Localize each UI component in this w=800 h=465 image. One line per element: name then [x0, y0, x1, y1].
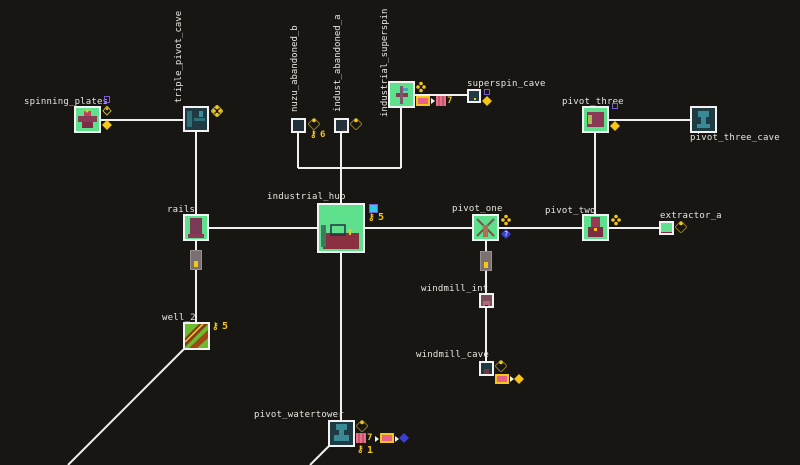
node-triple-pivot-cave[interactable] [183, 106, 209, 132]
node-well-2[interactable] [183, 322, 210, 350]
room-thumbnail-icon [588, 217, 603, 237]
gold-diamond-icon [610, 121, 620, 131]
node-pivot-watertower[interactable] [328, 420, 355, 447]
room-thumbnail-icon [342, 129, 346, 131]
gem-cluster-icon [675, 221, 687, 233]
room-thumbnail-icon [187, 111, 205, 127]
gem-cluster-icon [356, 420, 368, 432]
key-icon: ⚷ [212, 322, 219, 332]
node-pivot-one[interactable] [472, 214, 499, 241]
gem-cluster-icon [102, 106, 112, 116]
room-thumbnail-icon [661, 232, 672, 233]
arrow-right-icon [395, 436, 399, 442]
gem-cluster-icon [308, 118, 320, 130]
room-thumbnail-icon [476, 218, 495, 237]
label-well-2: well_2 [162, 313, 196, 323]
label-industrial-hub: industrial_hub [267, 192, 346, 202]
label-nuzu-abandoned-b: nuzu_abandoned_b [290, 25, 300, 112]
node-spinning-plates[interactable] [74, 106, 101, 133]
room-thumbnail-icon [483, 301, 490, 306]
key-count: 6 [320, 130, 326, 140]
gem-cluster-icon [611, 214, 621, 226]
label-pivot-watertower: pivot_watertower [254, 410, 344, 420]
lock-icon [194, 261, 198, 267]
node-rails[interactable] [183, 214, 209, 241]
barrel-icon [436, 96, 446, 106]
item-count: 7 [367, 433, 373, 443]
room-thumbnail-icon [334, 424, 349, 441]
key-count: 5 [378, 212, 385, 223]
mystery-badge-label: ? [504, 230, 509, 238]
room-thumbnail-icon [474, 98, 476, 100]
key-count: 1 [367, 445, 374, 456]
lock-icon [484, 262, 488, 268]
node-industrial-superspin[interactable] [388, 81, 415, 108]
barrel-icon [356, 433, 366, 443]
blue-diamond-icon [399, 433, 409, 443]
mystery-badge-icon [501, 229, 511, 239]
label-extractor-a: extractor_a [660, 211, 722, 221]
label-pivot-one: pivot_one [452, 204, 503, 214]
label-pivot-three-cave: pivot_three_cave [690, 133, 780, 143]
treasure-chest-icon [380, 433, 394, 443]
room-thumbnail-icon [185, 324, 208, 348]
node-industrial-hub[interactable] [317, 203, 365, 253]
gold-diamond-icon [102, 120, 112, 130]
key-count: 5 [222, 321, 229, 332]
label-indust-abandoned-a: indust_abandoned_a [333, 14, 343, 112]
arrow-right-icon [375, 436, 379, 442]
gem-cluster-icon [350, 118, 362, 130]
treasure-chest-icon [416, 96, 430, 106]
label-windmill-cave: windmill_cave [416, 350, 490, 360]
treasure-chest-icon [495, 374, 509, 384]
arrow-right-icon [510, 376, 514, 382]
room-thumbnail-icon [484, 369, 489, 374]
label-pivot-three: pivot_three [562, 97, 624, 107]
gem-cluster-icon [416, 81, 426, 93]
save-point-icon [104, 96, 110, 103]
room-thumbnail-icon [587, 112, 604, 127]
elevator-connector-rails-well[interactable] [190, 250, 202, 270]
node-pivot-two[interactable] [582, 214, 609, 241]
edges [67, 94, 690, 465]
arrow-right-icon [431, 98, 435, 104]
room-thumbnail-icon [321, 224, 359, 249]
node-pivot-three[interactable] [582, 106, 609, 133]
gem-cluster-icon [501, 214, 511, 226]
label-rails: rails [167, 205, 196, 215]
node-extractor-a[interactable] [659, 221, 674, 235]
gold-diamond-icon [514, 374, 524, 384]
gem-cluster-icon [211, 105, 223, 117]
label-windmill-int: windmill_int [421, 284, 489, 294]
label-spinning-plates: spinning_plates [24, 97, 109, 107]
label-superspin-cave: superspin_cave [467, 79, 546, 89]
key-icon: ⚷ [357, 445, 364, 455]
label-triple-pivot-cave: triple_pivot_cave [174, 10, 184, 103]
node-nuzu-abandoned-b[interactable] [291, 118, 306, 133]
node-indust-abandoned-a[interactable] [334, 118, 349, 133]
gold-diamond-icon [482, 96, 492, 106]
label-pivot-two: pivot_two [545, 206, 596, 216]
key-icon: ⚷ [368, 213, 375, 223]
item-count: 7 [447, 96, 453, 106]
edge-well-offscreen [67, 348, 185, 465]
node-superspin-cave[interactable] [467, 89, 481, 103]
room-thumbnail-icon [78, 109, 97, 128]
edge-watertower-offscreen [309, 445, 330, 465]
gem-cluster-icon [495, 360, 507, 372]
elevator-connector-pivot-one-windmill[interactable] [480, 251, 492, 271]
save-point-icon [612, 103, 618, 109]
room-thumbnail-icon [188, 218, 204, 238]
computer-terminal-icon [369, 204, 378, 213]
room-thumbnail-icon [697, 111, 710, 128]
key-icon: ⚷ [310, 130, 317, 140]
node-windmill-int[interactable] [479, 293, 494, 308]
node-windmill-cave[interactable] [479, 361, 494, 376]
room-thumbnail-icon [396, 86, 408, 104]
save-point-icon [484, 89, 490, 95]
node-pivot-three-cave[interactable] [690, 106, 717, 133]
